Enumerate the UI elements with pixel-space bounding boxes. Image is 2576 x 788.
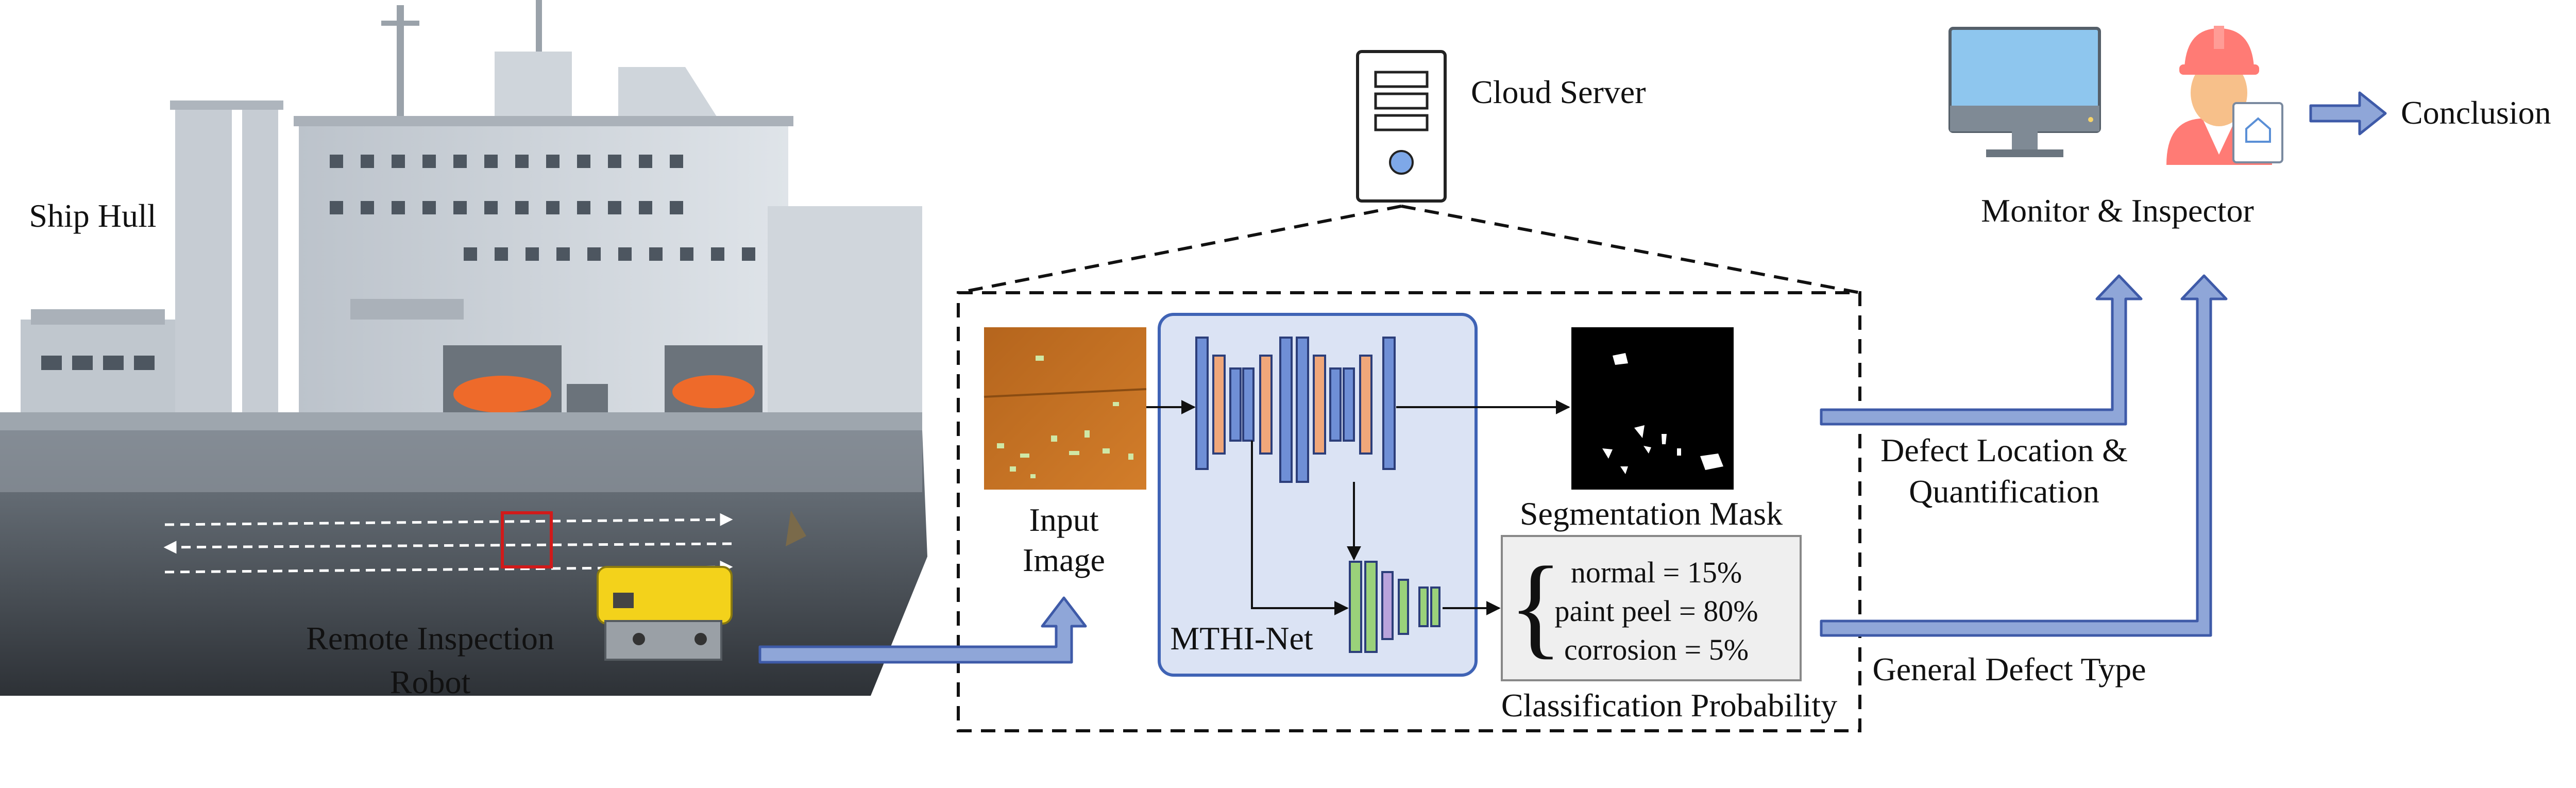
segmentation-mask: [1571, 327, 1734, 490]
ship-illustration: [0, 0, 927, 696]
segmentation-mask-label: Segmentation Mask: [1520, 495, 1783, 532]
mthi-net-label: MTHI-Net: [1170, 620, 1313, 657]
defect-location-label-line1: Defect Location &: [1880, 432, 2128, 468]
monitor-inspector-label: Monitor & Inspector: [1981, 192, 2254, 229]
classification-brace: {: [1509, 543, 1563, 669]
input-image: [984, 327, 1147, 490]
server-icon: [1356, 50, 1447, 203]
cloud-server-label: Cloud Server: [1471, 74, 1646, 110]
classification-corrosion: corrosion = 5%: [1564, 633, 1749, 666]
robot-label-line2: Robot: [390, 664, 471, 700]
ship-hull-label: Ship Hull: [29, 197, 156, 234]
robot-to-input-arrow: [758, 596, 1087, 664]
robot-icon: [597, 566, 733, 661]
defect-location-label-line2: Quantification: [1909, 473, 2099, 510]
robot-label-line1: Remote Inspection: [306, 620, 554, 657]
segmentation-to-monitor-arrow: [1820, 274, 2143, 426]
classification-head-blocks: [1349, 561, 1440, 653]
cloud-processing-boundary: [957, 205, 1861, 732]
classification-normal: normal = 15%: [1571, 556, 1742, 589]
inspector-icon: [2166, 26, 2283, 165]
classification-probability-label: Classification Probability: [1501, 687, 1837, 724]
classification-box: [1501, 535, 1802, 681]
inspector-to-conclusion-arrow: [2309, 91, 2387, 136]
input-label-line2: Image: [1023, 542, 1105, 578]
encoder-decoder-blocks: [1195, 337, 1396, 483]
classification-to-monitor-arrow: [1820, 274, 2228, 637]
conclusion-label: Conclusion: [2401, 94, 2551, 131]
input-label-line1: Input: [1029, 501, 1098, 538]
general-defect-type-label: General Defect Type: [1873, 651, 2146, 688]
classification-paint-peel: paint peel = 80%: [1554, 594, 1758, 628]
monitor-icon: [1948, 27, 2101, 157]
